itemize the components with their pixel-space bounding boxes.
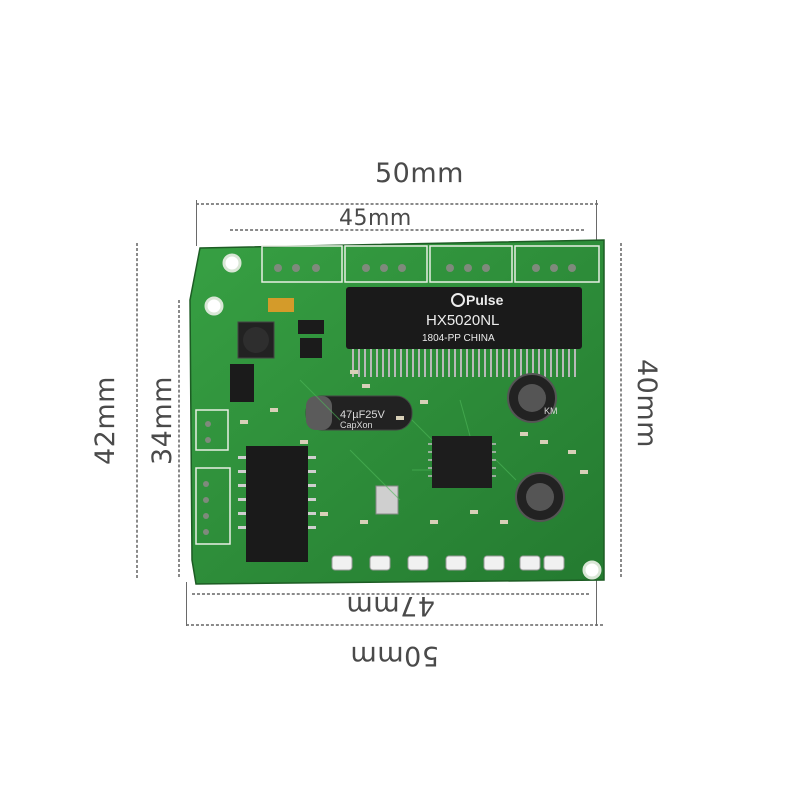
dim-line-left-outer: [136, 243, 138, 578]
mount-hole: [222, 253, 242, 273]
cap-left-label: 47µF25V: [340, 409, 386, 421]
chip-code: 1804-PP CHINA: [422, 333, 495, 344]
dim-line-bottom-inner: [192, 593, 589, 595]
left-connector: [246, 446, 308, 562]
chip-brand: Pulse: [466, 292, 504, 308]
dim-tick-top-right: [596, 200, 597, 246]
dim-left-outer: 42mm: [90, 376, 121, 465]
dim-line-right: [620, 243, 622, 577]
pulse-logo-icon: [451, 293, 465, 307]
dim-tick-top-left: [196, 200, 197, 246]
dim-tick-bottom-left: [186, 582, 187, 626]
dim-tick-bottom-right: [596, 578, 597, 626]
pulse-chip: [346, 287, 582, 349]
dim-left-inner: 34mm: [147, 376, 178, 465]
chip-part: HX5020NL: [426, 312, 499, 329]
cap-left-brand: CapXon: [340, 420, 373, 430]
mount-hole: [582, 560, 602, 580]
cap-right-label: KM: [544, 406, 558, 416]
dim-bottom-inner: 47mm: [346, 590, 435, 621]
mount-hole: [204, 296, 224, 316]
dim-line-left-inner: [178, 300, 180, 577]
dim-line-top-inner: [230, 229, 584, 231]
dim-right: 40mm: [631, 359, 662, 448]
dim-top-inner: 45mm: [339, 206, 412, 231]
dim-top-outer: 50mm: [375, 158, 464, 189]
dim-bottom-outer: 50mm: [350, 640, 439, 671]
main-ic: [432, 436, 492, 488]
